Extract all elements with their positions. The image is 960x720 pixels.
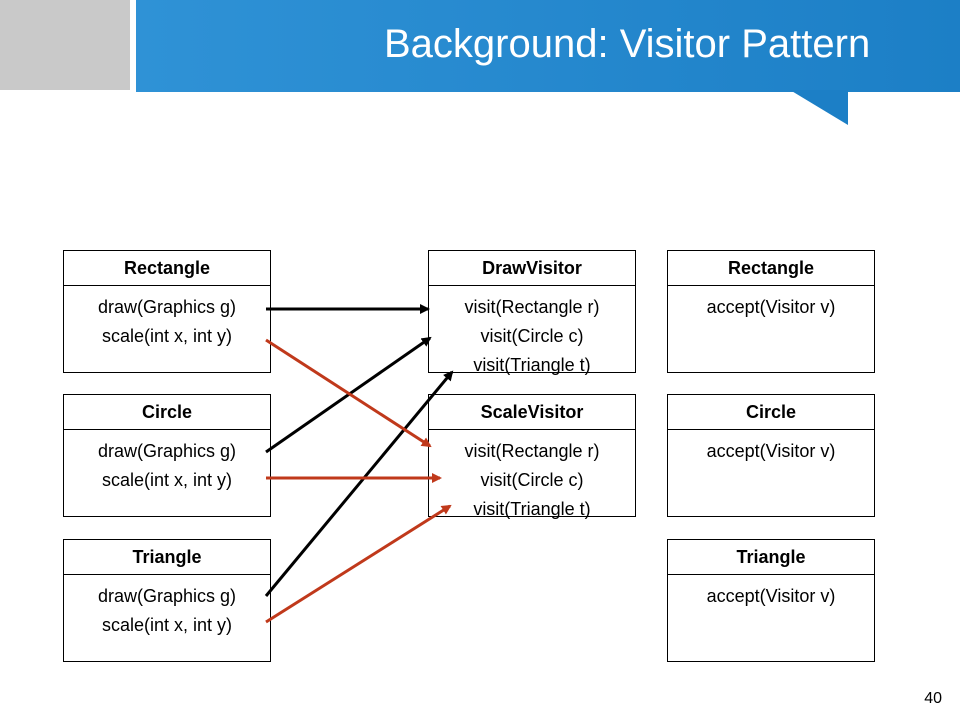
method-scale: scale(int x, int y) — [101, 615, 233, 635]
class-methods: visit(Rectangle r) visit(Circle c) visit… — [429, 286, 635, 375]
method-visit-circle: visit(Circle c) — [480, 326, 584, 346]
page-number: 40 — [924, 690, 942, 707]
slide-title: Background: Visitor Pattern — [384, 22, 871, 66]
class-box-rectangle-left: Rectangle draw(Graphics g) scale(int x, … — [63, 250, 271, 373]
class-name: Rectangle — [668, 251, 874, 286]
header-banner — [136, 0, 960, 92]
class-box-triangle-right: Triangle accept(Visitor v) — [667, 539, 875, 662]
arrow-triangle-draw — [264, 370, 454, 597]
class-name: Rectangle — [64, 251, 270, 286]
class-box-rectangle-right: Rectangle accept(Visitor v) — [667, 250, 875, 373]
class-methods: draw(Graphics g) scale(int x, int y) — [64, 430, 270, 516]
class-methods: accept(Visitor v) — [668, 430, 874, 516]
class-methods: accept(Visitor v) — [668, 575, 874, 661]
class-name: DrawVisitor — [429, 251, 635, 286]
method-accept: accept(Visitor v) — [706, 441, 836, 461]
class-methods: draw(Graphics g) scale(int x, int y) — [64, 286, 270, 372]
class-methods: accept(Visitor v) — [668, 286, 874, 372]
header-tab-shape — [790, 90, 848, 125]
class-methods: visit(Rectangle r) visit(Circle c) visit… — [429, 430, 635, 519]
arrow-rectangle-scale — [265, 338, 432, 448]
method-visit-rectangle: visit(Rectangle r) — [464, 441, 600, 461]
class-name: ScaleVisitor — [429, 395, 635, 430]
class-methods: draw(Graphics g) scale(int x, int y) — [64, 575, 270, 661]
method-visit-triangle: visit(Triangle t) — [473, 355, 591, 375]
method-visit-circle: visit(Circle c) — [480, 470, 584, 490]
method-scale: scale(int x, int y) — [101, 326, 233, 346]
class-box-draw-visitor: DrawVisitor visit(Rectangle r) visit(Cir… — [428, 250, 636, 375]
arrow-triangle-scale — [265, 504, 452, 624]
header-gray-block — [0, 0, 130, 90]
class-name: Triangle — [668, 540, 874, 575]
method-draw: draw(Graphics g) — [97, 586, 237, 606]
method-draw: draw(Graphics g) — [97, 441, 237, 461]
class-box-scale-visitor: ScaleVisitor visit(Rectangle r) visit(Ci… — [428, 394, 636, 519]
class-name: Circle — [668, 395, 874, 430]
method-draw: draw(Graphics g) — [97, 297, 237, 317]
class-box-triangle-left: Triangle draw(Graphics g) scale(int x, i… — [63, 539, 271, 662]
method-visit-triangle: visit(Triangle t) — [473, 499, 591, 519]
method-scale: scale(int x, int y) — [101, 470, 233, 490]
method-accept: accept(Visitor v) — [706, 297, 836, 317]
method-accept: accept(Visitor v) — [706, 586, 836, 606]
arrow-circle-draw — [265, 336, 432, 454]
class-name: Triangle — [64, 540, 270, 575]
class-name: Circle — [64, 395, 270, 430]
class-box-circle-right: Circle accept(Visitor v) — [667, 394, 875, 517]
class-box-circle-left: Circle draw(Graphics g) scale(int x, int… — [63, 394, 271, 517]
method-visit-rectangle: visit(Rectangle r) — [464, 297, 600, 317]
